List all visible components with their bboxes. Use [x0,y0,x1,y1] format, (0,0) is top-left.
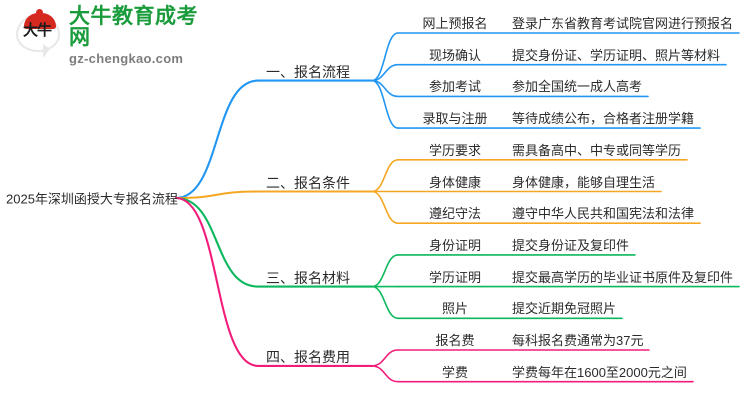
leaf-title[interactable]: 录取与注册 [422,111,488,127]
leaf-description[interactable]: 提交近期免冠照片 [512,301,617,317]
leaf-title[interactable]: 身份证明 [428,237,481,253]
site-logo: 大牛 大牛教育成考网 gz-chengkao.com [14,6,204,65]
leaf-title[interactable]: 网上预报名 [422,16,488,31]
connector-line [371,349,399,367]
leaf-description[interactable]: 需具备高中、中专或同等学历 [512,142,682,158]
branch-label-2[interactable]: 二、报名条件 [266,174,350,191]
leaf-description[interactable]: 提交最高学历的毕业证书原件及复印件 [512,269,734,285]
connector-line [371,365,399,383]
connector-line [371,285,399,320]
leaf-title[interactable]: 现场确认 [428,47,481,63]
leaf-title[interactable]: 学费 [441,364,468,380]
leaf-title[interactable]: 报名费 [435,333,475,348]
leaf-description[interactable]: 参加全国统一成人高考 [512,79,643,95]
branch-label-3[interactable]: 三、报名材料 [266,269,350,286]
connector-line [174,79,260,200]
connector-line [371,79,399,129]
connector-line [371,254,399,288]
logo-mark-text: 大牛 [22,22,52,39]
logo-text-block: 大牛教育成考网 gz-chengkao.com [69,6,204,65]
leaf-title[interactable]: 遵纪守法 [428,206,481,222]
leaf-title[interactable]: 学历要求 [428,142,481,158]
leaf-title[interactable]: 照片 [441,301,468,317]
connector-line [174,196,260,367]
branch-label-1[interactable]: 一、报名流程 [266,63,350,80]
graduation-cap-icon [24,9,56,29]
root-node-label[interactable]: 2025年深圳函授大专报名流程 [6,191,178,207]
connector-line [371,190,399,224]
branch-label-4[interactable]: 四、报名费用 [266,348,350,365]
leaf-description[interactable]: 提交身份证、学历证明、照片等材料 [512,47,721,63]
leaf-description[interactable]: 提交身份证及复印件 [512,237,630,253]
leaf-title[interactable]: 学历证明 [428,269,481,285]
connector-line [371,32,399,82]
logo-mark-icon: 大牛 [14,9,62,58]
connector-line [174,190,260,200]
leaf-description[interactable]: 遵守中华人民共和国宪法和法律 [512,206,695,222]
leaf-description[interactable]: 等待成绩公布，合格者注册学籍 [512,111,695,127]
leaf-title[interactable]: 身体健康 [428,174,481,190]
leaf-description[interactable]: 每科报名费通常为37元 [512,333,644,348]
leaf-description[interactable]: 身体健康，能够自理生活 [512,174,656,190]
logo-subtitle: gz-chengkao.com [69,50,184,66]
speech-bubble-tail [43,44,50,58]
logo-title: 大牛教育成考网 [69,4,198,49]
connector-line [174,196,260,288]
leaf-description[interactable]: 学费每年在1600至2000元之间 [512,364,687,380]
leaf-title[interactable]: 参加考试 [428,79,481,95]
connector-line [371,159,399,193]
leaf-description[interactable]: 登录广东省教育考试院官网进行预报名 [512,16,734,31]
